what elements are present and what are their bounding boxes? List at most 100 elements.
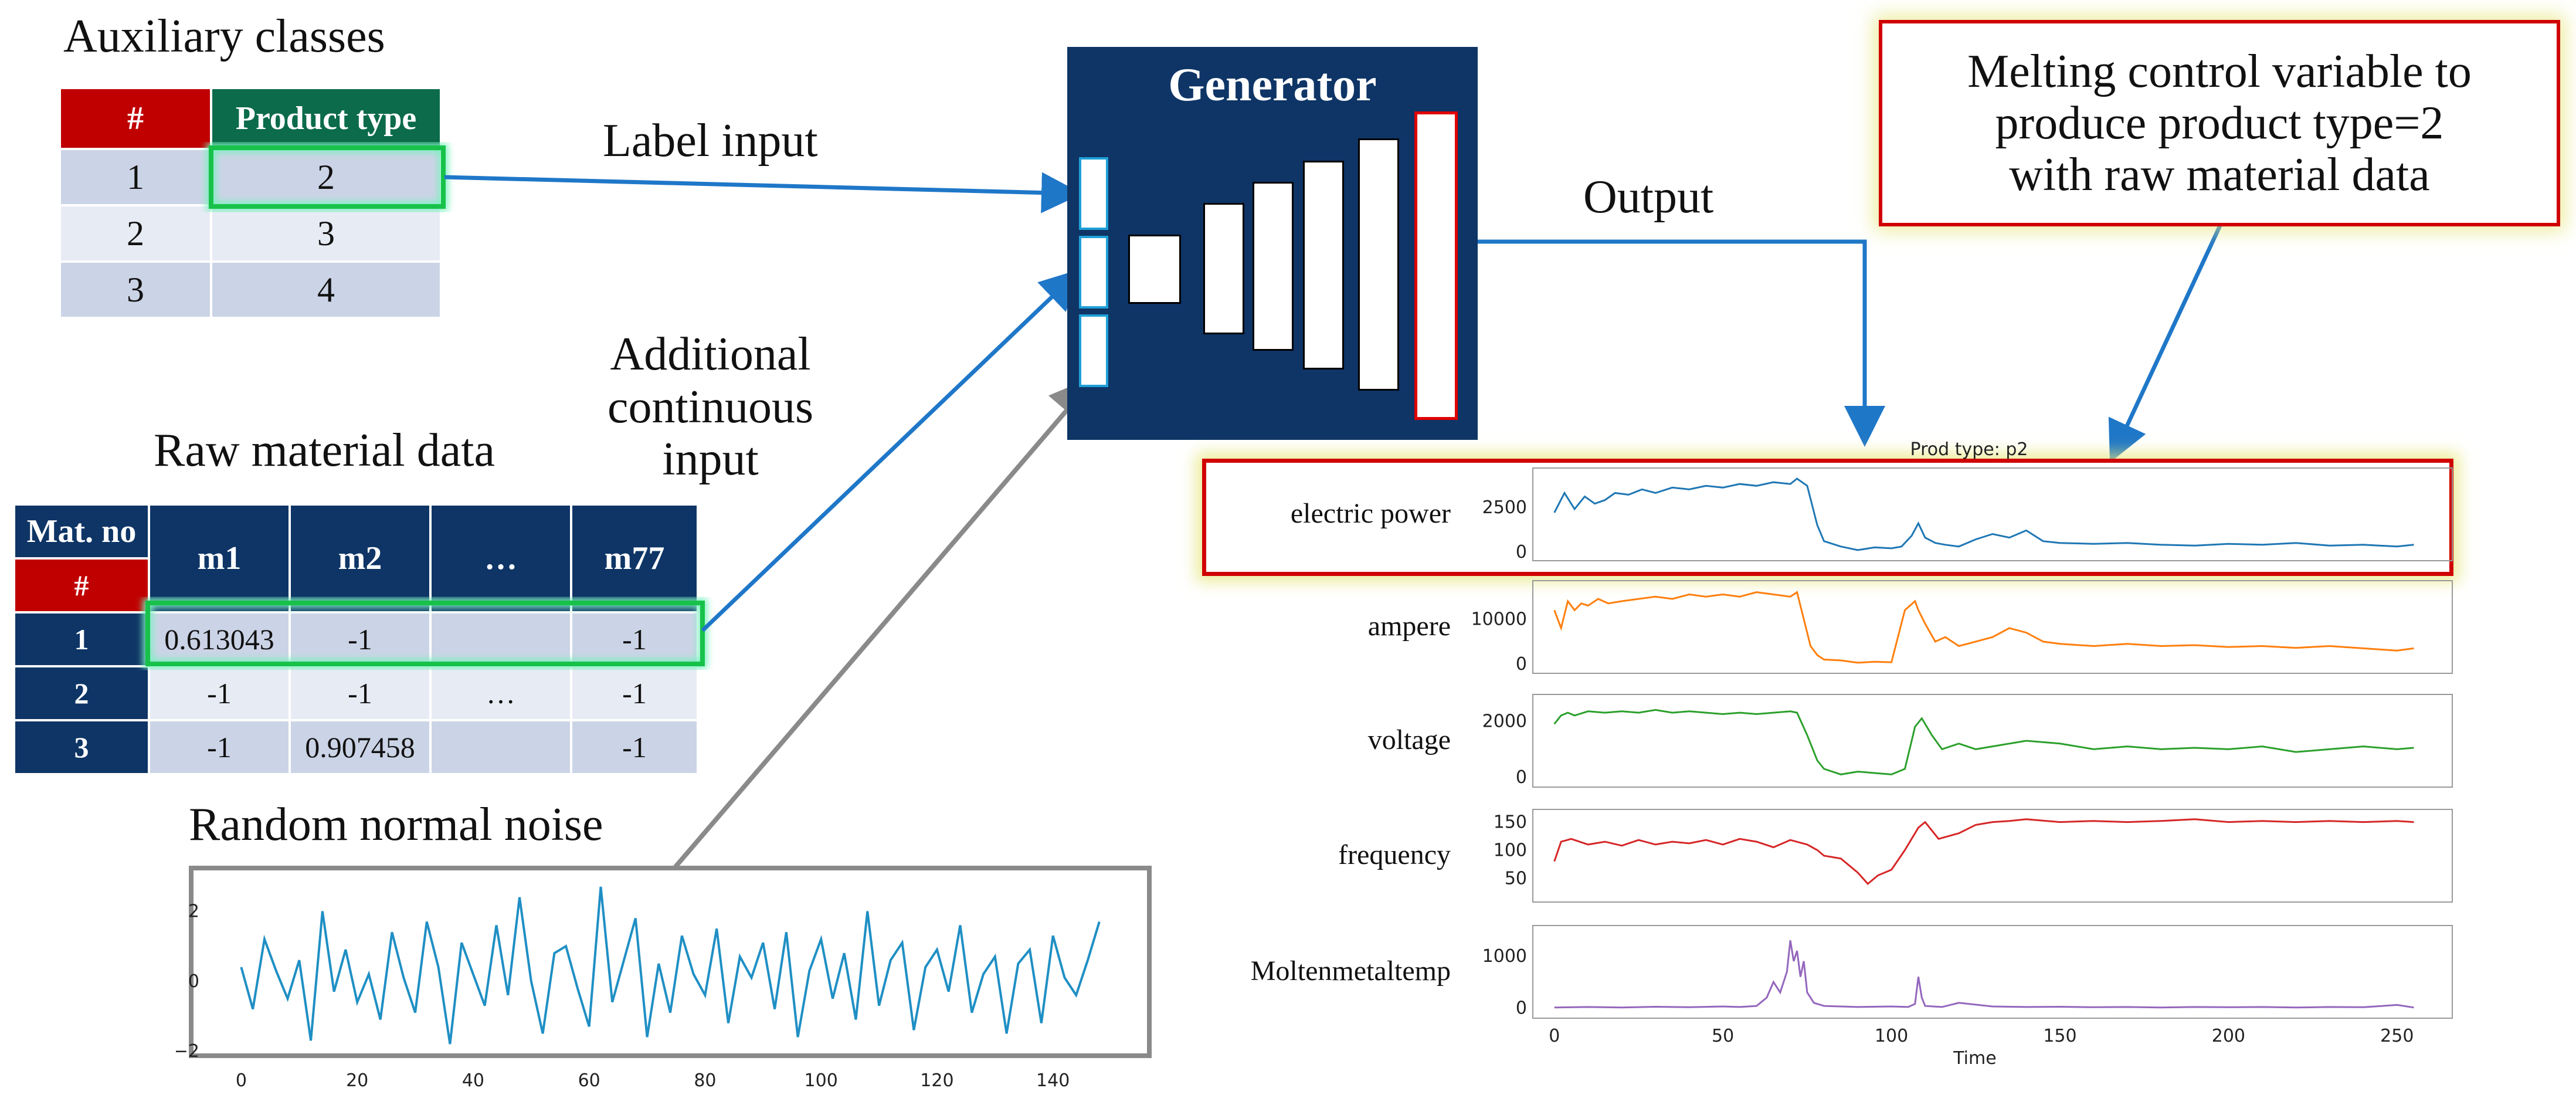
table-row: 3 4 (59, 260, 442, 319)
panel-label: voltage (1368, 724, 1451, 755)
raw-cell: … (429, 665, 572, 721)
y-tick-label: 1000 (1482, 946, 1527, 967)
generator-input-continuous (1079, 236, 1108, 309)
y-tick-label: 50 (1505, 868, 1527, 889)
x-tick-label: 0 (1549, 1026, 1560, 1046)
raw-cell: -1 (289, 665, 432, 721)
generator-title: Generator (1168, 59, 1377, 111)
output-text: Output (1583, 171, 1714, 223)
generator-input-noise (1079, 314, 1108, 387)
chart-title: Prod type: p2 (1910, 439, 2028, 460)
raw-row-highlight (145, 601, 705, 666)
highlight-glow (143, 598, 707, 669)
callout-text: Melting control variable to produce prod… (1967, 46, 2472, 201)
x-tick-label: 0 (236, 1070, 247, 1091)
raw-row-id: 1 (13, 611, 150, 667)
aux-cell: 4 (210, 260, 442, 319)
y-tick-label: 0 (188, 971, 199, 992)
y-tick-label: 10000 (1471, 609, 1527, 630)
raw-cell: 0.907458 (289, 719, 432, 775)
noise-series-line (240, 886, 1101, 1045)
aux-col-product-type: Product type (210, 87, 442, 150)
noise-chart-frame (189, 866, 1152, 1058)
x-axis-label: Time (1953, 1048, 1996, 1069)
callout-arrow (2108, 219, 2225, 463)
raw-cell: -1 (289, 611, 432, 667)
highlight-glow (206, 143, 448, 211)
x-tick-label: 60 (578, 1070, 600, 1091)
raw-cell (429, 719, 572, 775)
x-tick-label: 250 (2380, 1026, 2414, 1046)
raw-col-hash: # (13, 557, 150, 613)
table-row: 3 -1 0.907458 -1 (13, 719, 699, 775)
raw-material-table: Mat. no m1 m2 … m77 # 1 0.613043 -1 -1 2… (13, 503, 699, 775)
x-tick-label: 120 (920, 1070, 953, 1091)
panel-frame (1532, 467, 2453, 561)
x-tick-label: 80 (694, 1070, 716, 1091)
raw-col-m2: m2 (289, 503, 432, 613)
generator-layer (1128, 235, 1181, 304)
panel-label: ampere (1368, 611, 1451, 642)
panel-label: electric power (1291, 498, 1451, 529)
x-tick-label: 200 (2212, 1026, 2245, 1046)
panel-frame (1532, 925, 2453, 1019)
additional-input-text: Additional continuous input (607, 328, 814, 486)
raw-row-id: 2 (13, 665, 150, 721)
y-tick-label: 2 (188, 901, 199, 922)
series-line-2 (1553, 709, 2414, 775)
series-line-3 (1553, 818, 2414, 885)
panel-frame (1532, 694, 2453, 788)
x-tick-label: 40 (462, 1070, 484, 1091)
aux-cell: 3 (210, 204, 442, 263)
x-tick-label: 20 (346, 1070, 368, 1091)
table-row: 1 0.613043 -1 -1 (13, 611, 699, 667)
y-tick-label: 150 (1494, 812, 1527, 833)
series-line-0 (1553, 477, 2414, 551)
generator-layer (1253, 182, 1294, 351)
y-tick-label: 0 (1516, 654, 1527, 674)
aux-col-hash: # (59, 87, 212, 150)
x-tick-label: 50 (1712, 1026, 1734, 1046)
generator-layer (1358, 138, 1399, 391)
raw-cell: -1 (148, 665, 291, 721)
label-input-arrow (444, 172, 1082, 213)
table-row: 2 -1 -1 … -1 (13, 665, 699, 721)
aux-classes-title: Auxiliary classes (63, 11, 385, 62)
generator-layer (1303, 161, 1344, 370)
aux-cell: 1 (59, 148, 212, 206)
label-input-text: Label input (603, 115, 818, 167)
y-tick-label: 0 (1516, 767, 1527, 788)
noise-arrow (672, 375, 1097, 870)
raw-col-ellipsis: … (429, 503, 572, 613)
raw-col-m1: m1 (148, 503, 291, 613)
table-row: 2 3 (59, 204, 442, 263)
product-type-highlight (209, 145, 446, 209)
x-tick-label: 100 (805, 1070, 838, 1091)
y-tick-label: 2000 (1482, 711, 1527, 732)
raw-cell: -1 (570, 611, 699, 667)
x-tick-label: 150 (2043, 1026, 2076, 1046)
y-tick-label: 2500 (1482, 497, 1527, 518)
raw-cell: -1 (570, 719, 699, 775)
y-tick-label: 100 (1494, 840, 1527, 860)
noise-title: Random normal noise (189, 799, 603, 850)
raw-cell: 0.613043 (148, 611, 291, 667)
x-tick-label: 100 (1875, 1026, 1908, 1046)
panel-label: frequency (1338, 839, 1451, 870)
raw-col-matno: Mat. no (13, 503, 150, 560)
raw-col-m77: m77 (570, 503, 699, 613)
y-tick-label: 0 (1516, 542, 1527, 562)
raw-material-title: Raw material data (154, 425, 495, 476)
callout-box: Melting control variable to produce prod… (1879, 20, 2560, 226)
raw-row-id: 3 (13, 719, 150, 775)
generator-layer (1203, 203, 1244, 334)
raw-cell: -1 (148, 719, 291, 775)
output-arrow (1478, 239, 1885, 447)
generator-input-label (1079, 157, 1108, 230)
raw-cell: -1 (570, 665, 699, 721)
x-tick-label: 140 (1036, 1070, 1070, 1091)
panel-frame (1532, 809, 2453, 903)
